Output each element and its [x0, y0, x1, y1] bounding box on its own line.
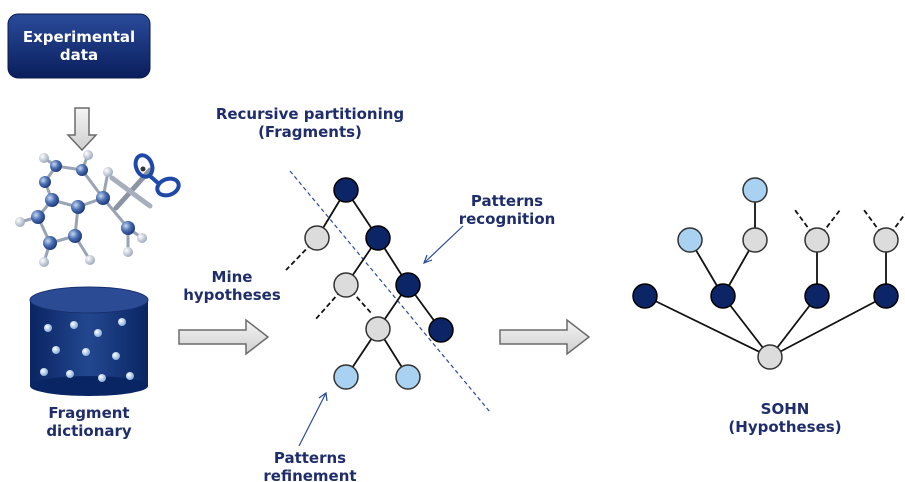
patterns-refinement-line2: refinement	[263, 467, 357, 482]
mine-hypotheses-line2: hypotheses	[183, 286, 281, 304]
fragment-node-navy	[395, 272, 421, 298]
scissors-icon	[109, 153, 181, 211]
right-arrow-icon-2	[499, 318, 591, 356]
patterns-recognition-line2: recognition	[458, 210, 556, 228]
sohn-node-navy	[710, 283, 736, 309]
sohn-node-gray	[742, 227, 768, 253]
sohn-edges	[644, 190, 887, 358]
right-arrow-icon-1	[178, 318, 270, 356]
experimental-data-label: Experimental data	[8, 14, 150, 78]
sohn-node-navy	[632, 283, 658, 309]
experimental-data-box	[7, 13, 151, 79]
sohn-node-navy	[804, 283, 830, 309]
fragment-node-gray	[333, 272, 359, 298]
recursive-partitioning-line1: Recursive partitioning	[215, 105, 405, 123]
sohn-node-gray	[804, 227, 830, 253]
mine-hypotheses-line1: Mine	[211, 268, 253, 286]
pointer-refinement	[298, 391, 328, 447]
sohn-node-lightblue	[742, 177, 768, 203]
patterns-refinement-line1: Patterns	[273, 449, 347, 467]
fragment-node-gray	[304, 225, 330, 251]
fragment-dictionary-line2: dictionary	[46, 422, 132, 440]
sohn-label: SOHN (Hypotheses)	[725, 400, 845, 436]
pointer-recognition	[422, 225, 464, 265]
patterns-recognition-label: Patterns recognition	[452, 192, 562, 228]
experimental-data-line1: Experimental	[22, 28, 136, 46]
fragment-node-lightblue	[395, 364, 421, 390]
fragment-tree-dashed-branches	[285, 237, 373, 321]
sohn-line2: (Hypotheses)	[728, 418, 842, 436]
sohn-node-gray	[873, 227, 899, 253]
fragment-node-lightblue	[333, 364, 359, 390]
recursive-partitioning-line2: (Fragments)	[258, 123, 362, 141]
fragment-node-navy	[365, 225, 391, 251]
patterns-recognition-line1: Patterns	[470, 192, 544, 210]
fragment-node-gray	[365, 316, 391, 342]
sohn-node-navy	[873, 283, 899, 309]
partition-dashed-line	[289, 170, 491, 413]
fragment-dictionary-line1: Fragment	[48, 404, 130, 422]
sohn-node-hub	[757, 344, 783, 370]
sohn-node-lightblue	[677, 227, 703, 253]
fragment-dictionary-label: Fragment dictionary	[39, 404, 139, 440]
database-cylinder-icon	[29, 286, 149, 396]
sohn-line1: SOHN	[760, 400, 810, 418]
fragment-node-root	[333, 177, 359, 203]
sohn-dashed-branches	[794, 209, 905, 241]
experimental-data-line2: data	[59, 46, 99, 64]
recursive-partitioning-label: Recursive partitioning (Fragments)	[200, 105, 420, 141]
mine-hypotheses-label: Mine hypotheses	[182, 268, 282, 304]
down-arrow-icon	[66, 107, 98, 152]
fragment-node-navy	[428, 317, 454, 343]
molecule-atoms	[15, 150, 147, 267]
patterns-refinement-label: Patterns refinement	[255, 449, 365, 482]
